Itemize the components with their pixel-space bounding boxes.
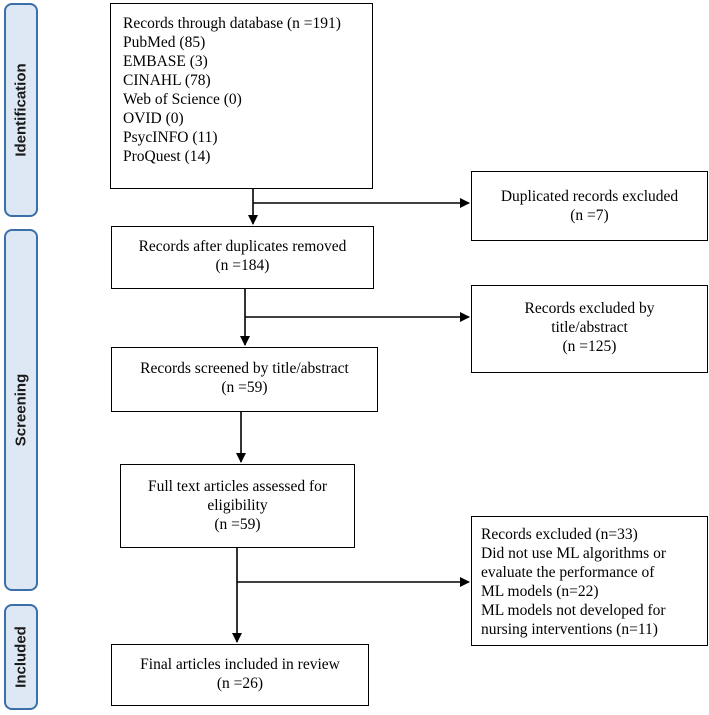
box-records-database: Records through database (n =191) PubMed… <box>110 3 373 189</box>
box-full-text: Full text articles assessed for eligibil… <box>120 464 355 548</box>
records-excluded-reason-1b: evaluate the performance of <box>481 564 655 581</box>
full-text-label-1: Full text articles assessed for <box>147 478 328 495</box>
box-excluded-title-abstract: Records excluded by title/abstract (n =1… <box>471 285 708 373</box>
excluded-title-abstract-count: (n =125) <box>562 338 617 355</box>
records-pubmed: PubMed (85) <box>123 34 206 51</box>
box-records-excluded: Records excluded (n=33) Did not use ML a… <box>471 516 708 646</box>
box-final-included: Final articles included in review (n =26… <box>111 644 369 706</box>
records-ovid: OVID (0) <box>123 110 184 127</box>
records-proquest: ProQuest (14) <box>123 148 211 165</box>
records-web-of-science: Web of Science (0) <box>123 91 242 108</box>
duplicates-excluded-count: (n =7) <box>570 207 609 224</box>
screened-title-abstract-label: Records screened by title/abstract <box>140 360 349 377</box>
box-duplicates-excluded: Duplicated records excluded (n =7) <box>471 171 708 241</box>
duplicates-excluded-label: Duplicated records excluded <box>500 188 679 205</box>
final-included-count: (n =26) <box>216 675 264 692</box>
stage-included: Included <box>4 604 38 710</box>
records-excluded-total: Records excluded (n=33) <box>481 526 638 543</box>
excluded-title-abstract-label-2: title/abstract <box>551 319 628 336</box>
after-duplicates-label: Records after duplicates removed <box>138 238 347 255</box>
records-excluded-reason-1a: Did not use ML algorithms or <box>481 545 666 562</box>
records-cinahl: CINAHL (78) <box>123 72 211 89</box>
records-excluded-reason-2a: ML models not developed for <box>481 602 666 619</box>
stage-identification: Identification <box>4 3 38 217</box>
records-embase: EMBASE (3) <box>123 53 208 70</box>
screened-title-abstract-count: (n =59) <box>221 379 268 396</box>
records-excluded-reason-2b: nursing interventions (n=11) <box>481 621 658 638</box>
full-text-count: (n =59) <box>214 516 261 533</box>
excluded-title-abstract-label-1: Records excluded by <box>524 300 655 317</box>
final-included-label: Final articles included in review <box>140 656 340 673</box>
box-after-duplicates: Records after duplicates removed (n =184… <box>111 226 374 289</box>
records-database-total: Records through database (n =191) <box>123 15 341 32</box>
after-duplicates-count: (n =184) <box>215 257 270 274</box>
records-psycinfo: PsycINFO (11) <box>123 129 218 146</box>
stage-screening: Screening <box>4 229 38 591</box>
full-text-label-2: eligibility <box>207 497 268 514</box>
records-excluded-reason-1c: ML models (n=22) <box>481 583 599 600</box>
box-screened-title-abstract: Records screened by title/abstract (n =5… <box>111 347 378 412</box>
